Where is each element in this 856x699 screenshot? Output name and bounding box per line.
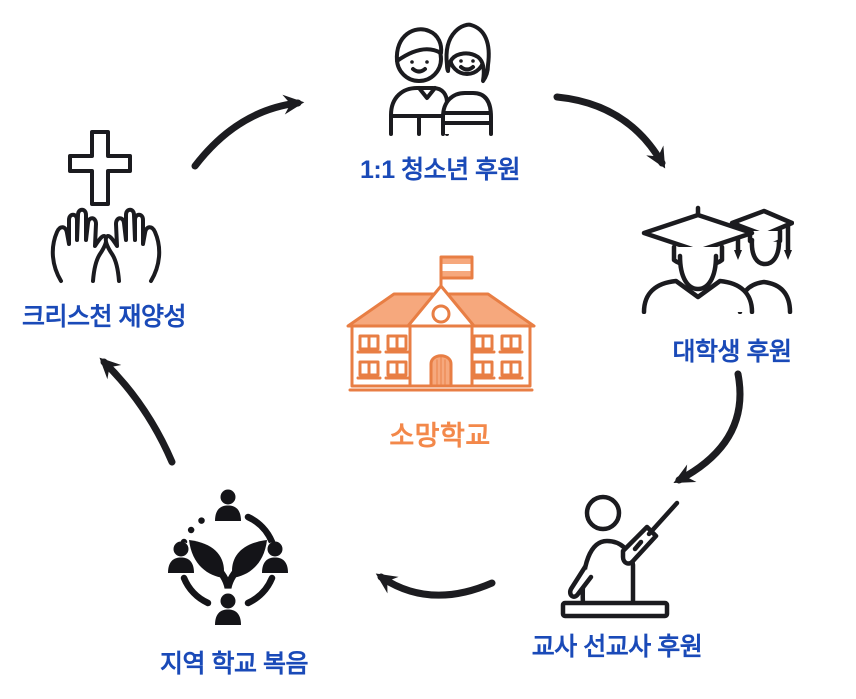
label-local-school-gospel: 지역 학교 복음 xyxy=(160,650,308,678)
arrow-college-to-teacher xyxy=(673,370,744,484)
label-center-school: 소망학교 xyxy=(389,421,491,451)
community-sprout-icon xyxy=(158,482,298,632)
label-teacher-missionary-sponsorship: 교사 선교사 후원 xyxy=(531,633,703,661)
cross-praying-hands-icon xyxy=(48,126,163,284)
school-building-icon xyxy=(346,252,536,406)
arrow-christian-to-youth xyxy=(191,94,305,170)
arrow-teacher-to-community xyxy=(375,573,496,599)
teacher-pointer-icon xyxy=(556,493,690,619)
arrow-community-to-christian xyxy=(99,357,176,466)
label-christian-regrowth: 크리스천 재양성 xyxy=(22,303,186,331)
arrow-youth-to-college xyxy=(553,93,666,169)
graduates-icon xyxy=(638,196,794,314)
label-college-student-sponsorship: 대학생 후원 xyxy=(672,338,792,366)
youth-pair-icon xyxy=(383,16,495,138)
label-youth-sponsorship: 1:1 청소년 후원 xyxy=(359,156,521,184)
